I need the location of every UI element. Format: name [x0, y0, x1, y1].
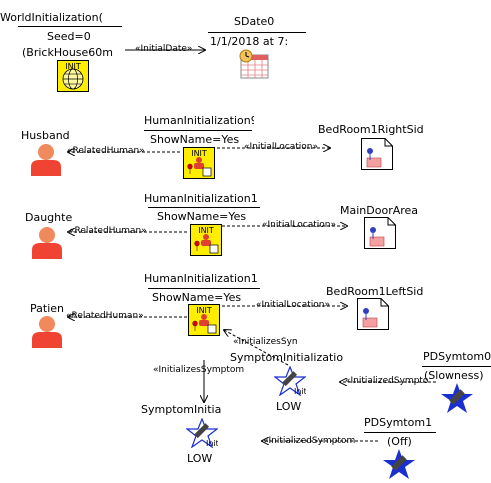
edge-label-initial-location-1: «InitialLocation»: [244, 142, 318, 152]
human-init-2-show: ShowName=Yes: [157, 210, 247, 223]
location-3-name: BedRoom1LeftSid: [326, 285, 424, 298]
symptom-init-b-level: LOW: [187, 452, 213, 465]
edge-label-initialized-symptom-1: «InitializedSympto: [345, 376, 429, 386]
edge-initializes-symptom-a: [224, 330, 289, 366]
world-init-house: (BrickHouse60m: [22, 46, 114, 59]
init-human-3-icon[interactable]: INIT: [188, 304, 220, 340]
symptom-init-b-star-icon[interactable]: Init: [185, 417, 219, 452]
symptom-init-a-name: SymptomInitializatio: [230, 351, 344, 364]
world-init-name: WorldInitialization(: [0, 11, 103, 24]
edge-label-initializes-symptom-b: «InitializesSymptom: [153, 365, 245, 375]
calendar-icon[interactable]: [238, 48, 270, 84]
human-init-3-show: ShowName=Yes: [152, 291, 242, 304]
person-icon-daughter[interactable]: [31, 226, 63, 263]
init-world-icon[interactable]: INIT: [57, 60, 89, 96]
person-icon-patient[interactable]: [31, 315, 63, 352]
init-human-1-icon[interactable]: INIT: [183, 147, 215, 183]
init-human-2-icon[interactable]: INIT: [190, 224, 222, 260]
symptom-init-a-icon-text: Init: [294, 387, 306, 396]
symptom-init-a-level: LOW: [276, 400, 302, 413]
init-human-3-icon-text: INIT: [196, 306, 212, 315]
init-world-icon-text: INIT: [65, 62, 81, 71]
edge-label-related-human-2: «RelatedHuman»: [69, 226, 147, 236]
human-init-2-name: HumanInitialization1: [144, 192, 258, 205]
human-init-3-rule: [148, 288, 260, 289]
init-human-1-icon-text: INIT: [191, 149, 207, 158]
init-human-2-icon-text: INIT: [198, 226, 214, 235]
human-2-name: Daughte: [25, 211, 73, 224]
pd-symptom-1-name: PDSymtom0: [423, 350, 491, 363]
human-init-2-rule: [148, 207, 260, 208]
human-init-3-name: HumanInitialization1: [144, 272, 258, 285]
person-icon-husband[interactable]: [30, 143, 62, 180]
sdate-value: 1/1/2018 at 7:: [210, 35, 289, 48]
human-1-name: Husband: [21, 129, 70, 142]
human-init-1-show: ShowName=Yes: [150, 133, 240, 146]
symptom-init-a-star-icon[interactable]: Init: [273, 365, 307, 400]
location-1-name: BedRoom1RightSid: [318, 123, 424, 136]
pd-symptom-1-state: (Slowness): [424, 369, 484, 382]
sdate-name: SDate0: [234, 15, 275, 28]
symptom-init-b-icon-text: Init: [206, 439, 218, 448]
pd-symptom-2-state: (Off): [387, 435, 412, 448]
room-icon-bedroom-right[interactable]: [361, 138, 393, 174]
pd-symptom-1-star-icon[interactable]: [440, 382, 474, 418]
sdate-rule: [208, 32, 306, 33]
human-init-1-name: HumanInitialization9: [144, 114, 254, 127]
symptom-init-b-name: SymptomInitia: [141, 403, 222, 416]
pd-symptom-1-rule: [422, 366, 491, 367]
edge-label-initial-date: «InitialDate»: [135, 44, 193, 54]
human-init-1-rule: [144, 130, 252, 131]
location-2-name: MainDoorArea: [340, 204, 418, 217]
edge-label-initial-location-2: «InitialLocation»: [262, 220, 336, 230]
pd-symptom-2-name: PDSymtom1: [364, 416, 433, 429]
edge-label-related-human-3: «RelatedHuman»: [66, 311, 144, 321]
edge-label-initializes-symptom-a: «InitializesSympto: [233, 337, 297, 347]
human-3-name: Patien: [30, 302, 64, 315]
edge-label-initialized-symptom-2: «InitializedSymptom: [263, 436, 356, 446]
room-icon-bedroom-left[interactable]: [357, 298, 389, 334]
edge-label-related-human-1: «RelatedHuman»: [67, 146, 145, 156]
pd-symptom-2-rule: [364, 432, 436, 433]
world-init-seed: Seed=0: [47, 30, 91, 43]
pd-symptom-2-star-icon[interactable]: [382, 448, 416, 483]
world-init-rule: [18, 26, 122, 27]
room-icon-main-door[interactable]: [364, 217, 396, 253]
edge-label-initial-location-3: «InitialLocation»: [256, 300, 330, 310]
